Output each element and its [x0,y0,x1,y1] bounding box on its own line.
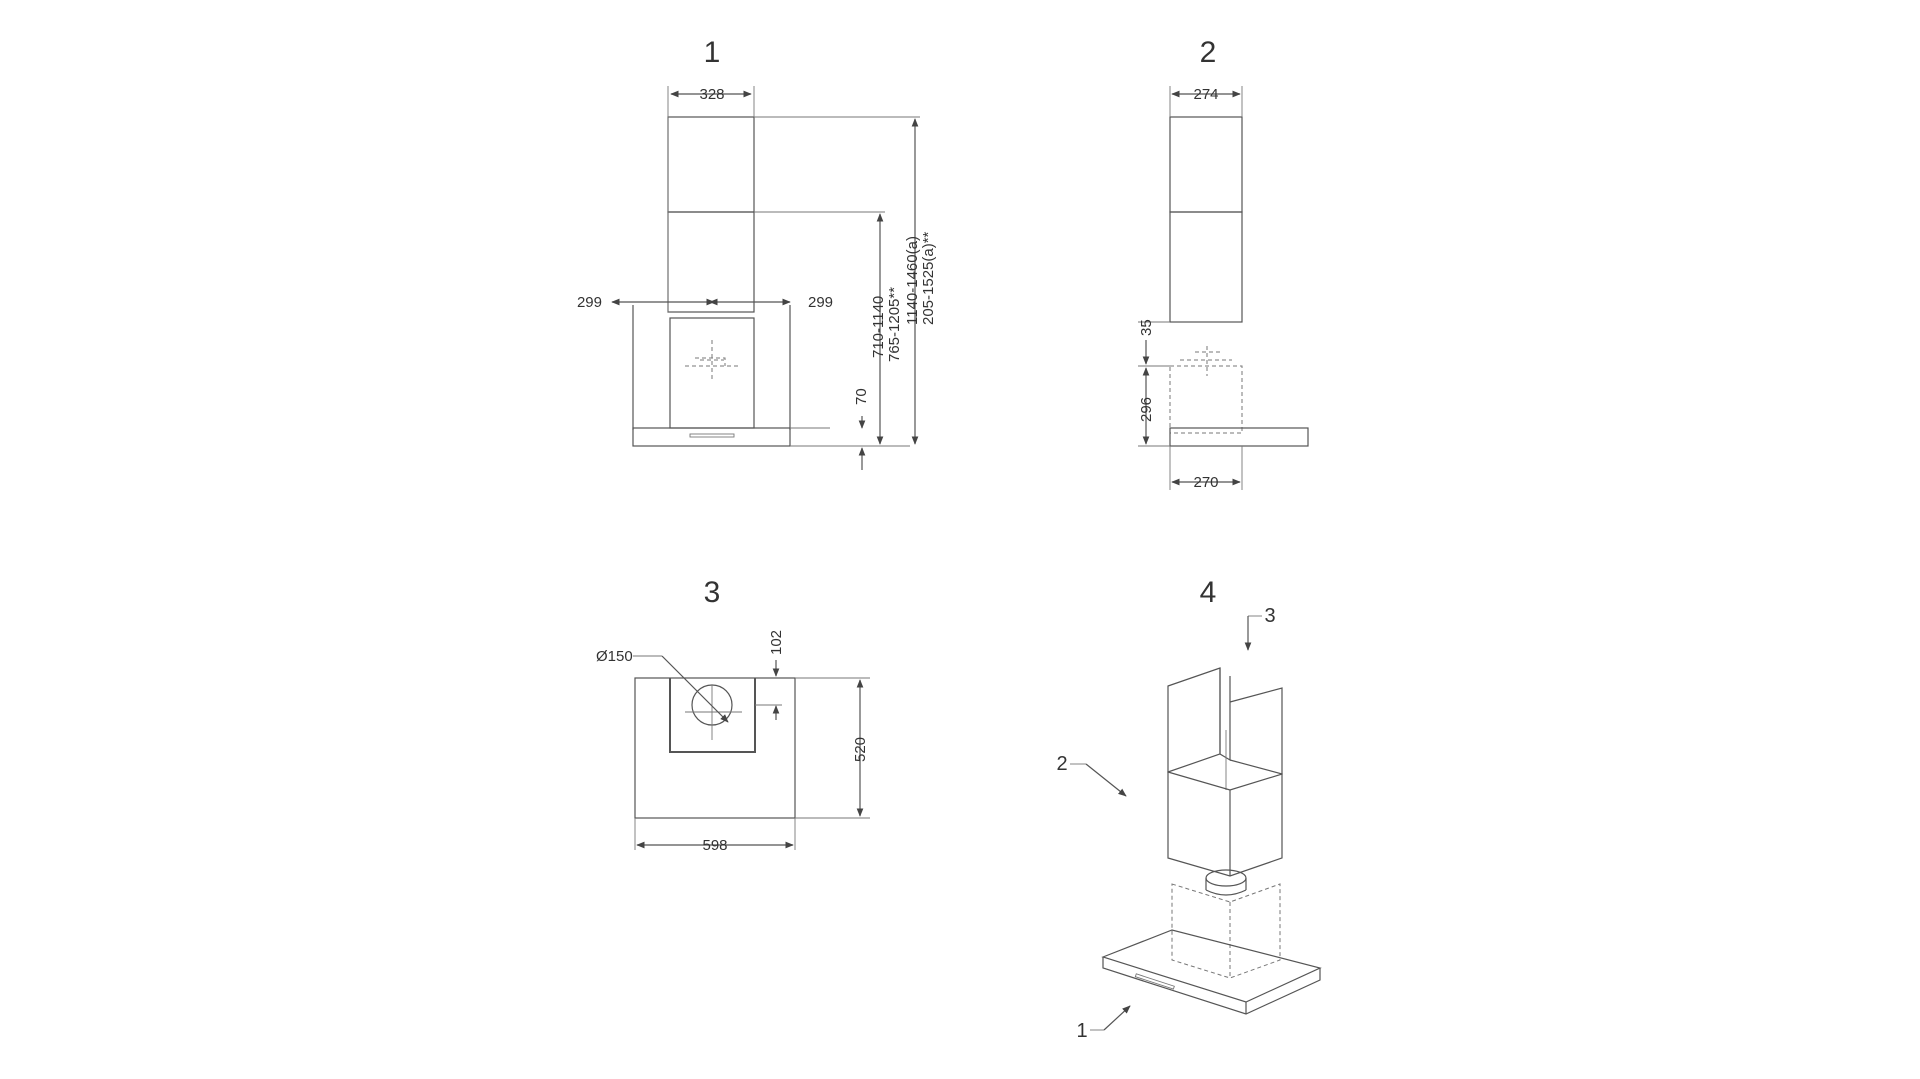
side-chimney-upper [1169,116,1243,213]
front-height-range-1: 710-1140 [870,296,887,358]
iso-chimney-upper-left [1167,667,1221,773]
side-chimney-lower [1169,211,1243,323]
side-motor-height-label: 296 [1138,397,1155,422]
front-width-top-label: 328 [699,86,724,103]
side-view-label: 2 [1200,36,1217,69]
side-gap-label: 35 [1138,319,1155,336]
isometric-view: 4 1 2 3 [1056,576,1322,1042]
side-motor-housing [1169,365,1243,434]
top-canopy-outline [634,677,796,819]
side-view: 2 274 35 296 270 [1138,36,1309,491]
iso-callout-2: 2 [1056,753,1067,775]
front-height-range-4: 205-1525(a)** [920,231,937,325]
front-motor-housing [669,317,755,429]
iso-callout-3: 3 [1264,605,1275,627]
top-motor-outline [669,678,756,753]
iso-callout-1: 1 [1076,1020,1087,1042]
front-view-label: 1 [704,36,721,69]
side-width-bottom-label: 270 [1193,474,1218,491]
iso-canopy-top [1101,929,1322,1003]
front-offset-right-label: 299 [808,294,833,311]
front-offset-left-label: 299 [577,294,602,311]
side-width-top-label: 274 [1193,86,1218,103]
iso-chimney-upper-right [1229,687,1283,775]
front-view: 1 328 299 299 710-1140 76 [577,36,937,470]
front-canopy [632,427,791,447]
front-height-range-2: 765-1205** [886,287,903,362]
top-view: 3 Ø150 102 520 598 [596,576,870,854]
isometric-view-label: 4 [1200,576,1217,609]
iso-chimney-lower [1167,771,1283,877]
front-height-range-3: 1140-1460(a) [904,236,921,325]
front-canopy-height-label: 70 [853,388,870,405]
top-duct-diameter-label: Ø150 [596,648,633,665]
top-width-label: 598 [702,837,727,854]
front-chimney-upper [667,116,755,213]
front-chimney-lower [667,211,755,313]
top-view-label: 3 [704,576,721,609]
top-depth-label: 520 [852,737,869,762]
side-canopy [1169,427,1309,447]
iso-motor-box [1171,883,1281,979]
top-offset-label: 102 [768,630,785,655]
iso-duct-ring [1205,869,1247,887]
